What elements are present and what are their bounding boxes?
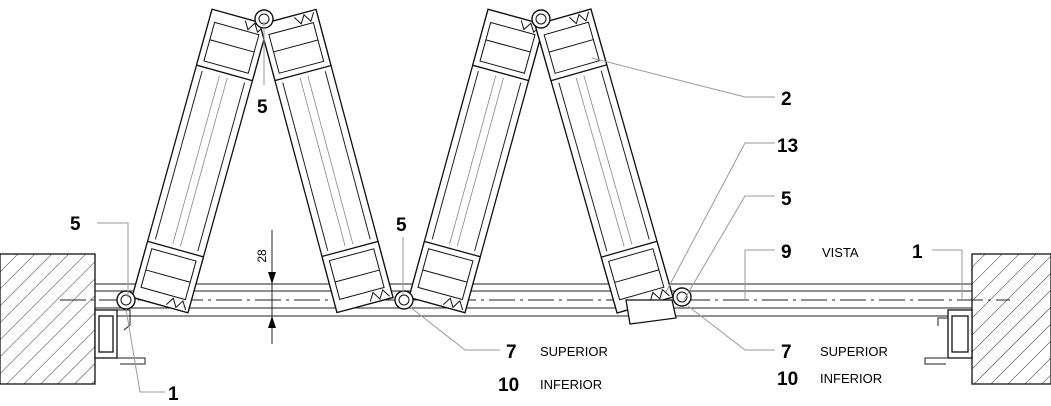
right-wall [971, 253, 1051, 385]
callout-1-right: 1 [912, 242, 923, 263]
hinge-right [672, 287, 692, 307]
callout-5-top-left: 5 [257, 97, 268, 118]
callout-1-bottom: 1 [168, 384, 179, 405]
note-vista: VISTA [822, 245, 859, 260]
hinges [116, 9, 692, 310]
door-leaf-3 [408, 8, 545, 314]
hinge-top-right [531, 9, 551, 29]
left-jamb-profile [94, 309, 146, 365]
callout-13: 13 [777, 136, 798, 157]
door-leaves [131, 8, 674, 314]
callout-10-center: 10 [498, 375, 519, 396]
door-leaf-1 [131, 8, 269, 314]
hinge-left [116, 290, 136, 310]
callout-5-center: 5 [396, 215, 407, 236]
callout-5-right: 5 [781, 189, 792, 210]
note-superior-right: SUPERIOR [820, 344, 888, 359]
note-superior-center: SUPERIOR [540, 344, 608, 359]
hinge-center [394, 290, 414, 310]
track-lines [60, 283, 1010, 317]
door-leaf-4 [534, 8, 674, 314]
left-wall [0, 253, 96, 385]
callout-9: 9 [781, 242, 792, 263]
callout-7-center: 7 [506, 342, 517, 363]
leader-lines [97, 22, 963, 393]
end-profile-right [625, 299, 677, 325]
right-jamb-profile [924, 309, 973, 365]
callout-2: 2 [781, 89, 792, 110]
note-inferior-right: INFERIOR [820, 371, 882, 386]
note-inferior-center: INFERIOR [540, 377, 602, 392]
callout-7-right: 7 [781, 342, 792, 363]
callout-5-left: 5 [70, 214, 81, 235]
dimension-label: 28 [255, 249, 269, 263]
door-leaf-2 [259, 8, 394, 314]
dimension-28: 28 [255, 230, 296, 344]
callout-10-right: 10 [777, 369, 798, 390]
